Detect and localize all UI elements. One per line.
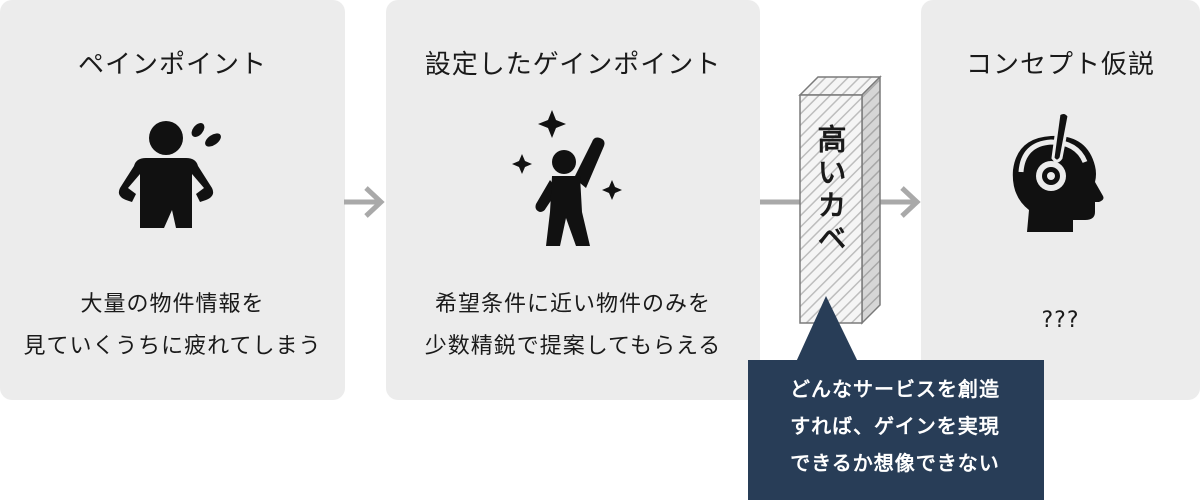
gain-point-title: 設定したゲインポイント: [424, 50, 722, 80]
speech-callout: [748, 296, 1044, 500]
pain-point-line-1: 大量の物件情報を: [80, 292, 265, 317]
callout-text: どんなサービスを創造 すれば、ゲインを実現 できるか想像できない: [748, 371, 1042, 482]
wall-label: 高いカベ: [813, 124, 847, 256]
gain-point-panel: 設定したゲインポイント 希望条件に近い物件のみを 少数精鋭で提案してもらえる: [386, 0, 760, 400]
arrow-right-icon: [344, 186, 385, 218]
tired-person-icon: [118, 121, 221, 228]
concept-hypothesis-title: コンセプト仮説: [965, 50, 1155, 80]
concept-hypothesis-line-1: ???: [1041, 308, 1080, 333]
gain-point-line-2: 少数精鋭で提案してもらえる: [424, 334, 722, 359]
callout-line-1: どんなサービスを創造: [790, 377, 1000, 401]
cheering-person-icon: [512, 110, 622, 246]
pain-point-description: 大量の物件情報を 見ていくうちに疲れてしまう: [0, 284, 345, 368]
concept-hypothesis-description: ???: [921, 300, 1200, 342]
head-headset-idea-icon: [1012, 112, 1104, 232]
gain-point-description: 希望条件に近い物件のみを 少数精鋭で提案してもらえる: [386, 284, 760, 368]
callout-line-2: すれば、ゲインを実現: [790, 414, 1000, 438]
pain-point-panel: ペインポイント 大量の物件情報を 見ていくうちに疲れてしまう: [0, 0, 345, 400]
pain-point-title: ペインポイント: [77, 50, 267, 80]
gain-point-line-1: 希望条件に近い物件のみを: [434, 292, 711, 317]
concept-hypothesis-panel: コンセプト仮説 ???: [921, 0, 1200, 400]
pain-point-line-2: 見ていくうちに疲れてしまう: [23, 334, 322, 359]
callout-line-3: できるか想像できない: [790, 451, 1000, 475]
